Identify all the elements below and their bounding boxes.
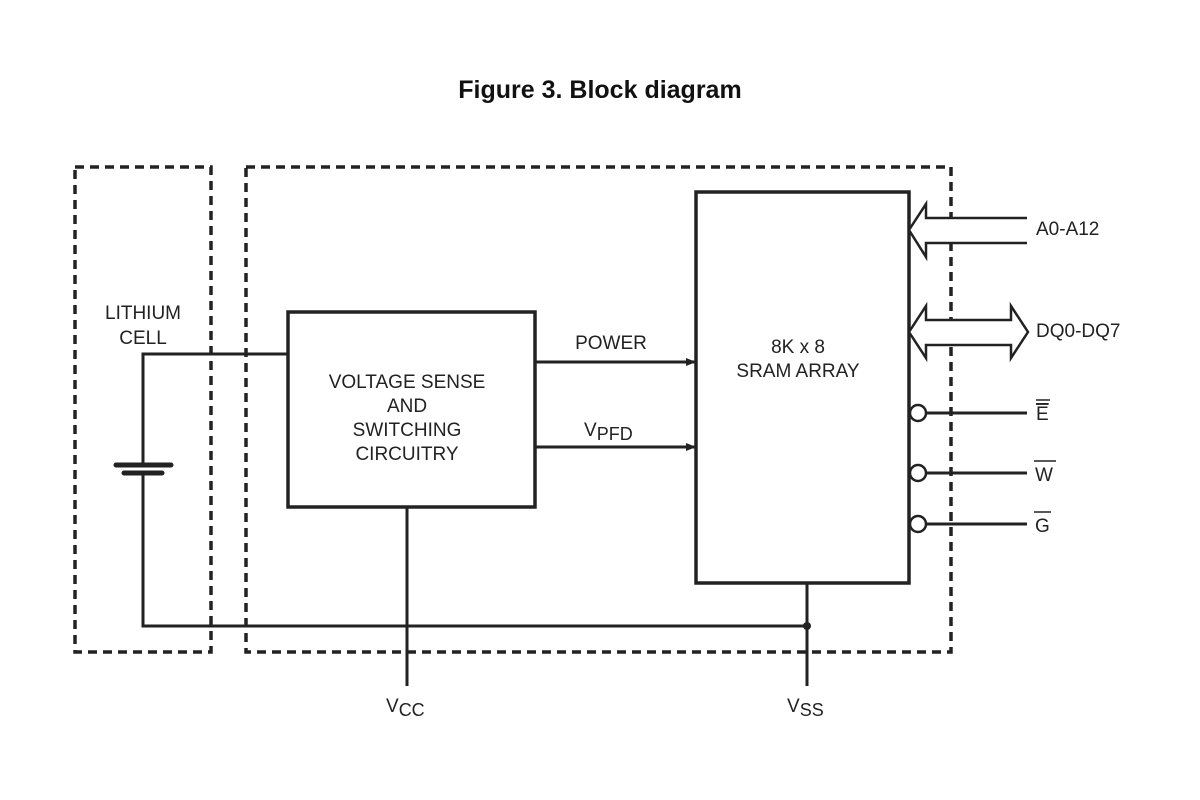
sram-label-line2: SRAM ARRAY	[736, 361, 860, 382]
vcc-label-subscript: CC	[399, 700, 425, 720]
data-bus-label: DQ0-DQ7	[1036, 321, 1120, 342]
battery-ground-wire	[141, 473, 807, 628]
sram-label-line1: 8K x 8	[771, 337, 825, 358]
module-boundary	[244, 165, 953, 654]
sram-array-block	[694, 190, 911, 585]
voltage-sense-label-line4: CIRCUITRY	[355, 444, 458, 465]
write-enable-bubble-icon	[908, 463, 928, 483]
voltage-sense-label-line3: SWITCHING	[353, 420, 462, 441]
address-bus-label: A0-A12	[1036, 219, 1099, 240]
chip-enable-label: E	[1036, 404, 1049, 425]
vpfd-label-subscript: PFD	[597, 424, 633, 444]
vcc-label: VCC	[386, 696, 425, 720]
voltage-sense-label-line1: VOLTAGE SENSE	[329, 372, 486, 393]
voltage-sense-label-line2: AND	[387, 396, 427, 417]
address-bus-arrow	[907, 199, 1027, 262]
vss-label: VSS	[787, 696, 824, 720]
figure-title: Figure 3. Block diagram	[458, 76, 742, 104]
write-enable-label: W	[1035, 465, 1053, 486]
voltage-sense-block	[286, 310, 537, 509]
lithium-cell-boundary	[73, 165, 213, 654]
vss-junction-dot	[803, 622, 811, 630]
vcc-label-base: V	[386, 696, 399, 717]
data-bus-arrow	[907, 301, 1030, 363]
vss-label-subscript: SS	[800, 700, 824, 720]
vpfd-label: VPFD	[584, 420, 633, 444]
battery-positive-wire	[141, 352, 288, 465]
output-enable-label: G	[1035, 516, 1050, 537]
lithium-cell-label-line2: CELL	[119, 328, 167, 349]
chip-enable-bubble-icon	[908, 403, 928, 423]
output-enable-bubble-icon	[908, 514, 928, 534]
vpfd-label-base: V	[584, 420, 597, 441]
lithium-cell-label-line1: LITHIUM	[105, 303, 181, 324]
power-label: POWER	[575, 333, 647, 354]
vss-label-base: V	[787, 696, 800, 717]
